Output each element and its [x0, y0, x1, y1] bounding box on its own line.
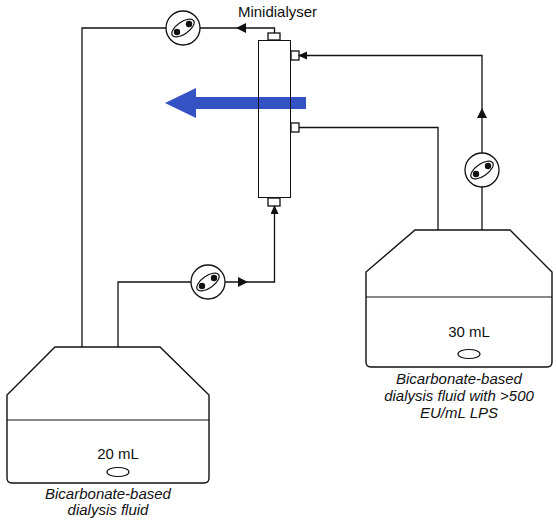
device-label: Minidialyser: [238, 3, 317, 20]
bottle-caption: Bicarbonate-based dialysis fluid: [33, 486, 183, 518]
side-port: [291, 123, 299, 132]
bottle-outline: [364, 228, 554, 368]
volume-label: 20 mL: [97, 445, 139, 462]
volume-label: 30 mL: [448, 323, 490, 340]
bottle-caption: Bicarbonate-based dialysis fluid with >5…: [384, 370, 534, 421]
transfer-arrow: [165, 88, 306, 118]
bottle: 20 mLBicarbonate-based dialysis fluid: [5, 345, 211, 484]
side-port: [291, 51, 299, 60]
peristaltic-pump: [166, 11, 200, 45]
peristaltic-pump: [465, 153, 499, 187]
minidialyser: Minidialyser: [258, 40, 291, 198]
peristaltic-pump: [191, 265, 225, 299]
top-port: [268, 33, 280, 40]
flow-arrowhead: [236, 23, 246, 33]
bottom-port: [268, 198, 280, 206]
bottle-outline: [5, 345, 211, 484]
bottle: 30 mLBicarbonate-based dialysis fluid wi…: [364, 228, 554, 368]
flow-arrowhead: [238, 277, 248, 287]
flow-arrowhead: [477, 108, 487, 118]
